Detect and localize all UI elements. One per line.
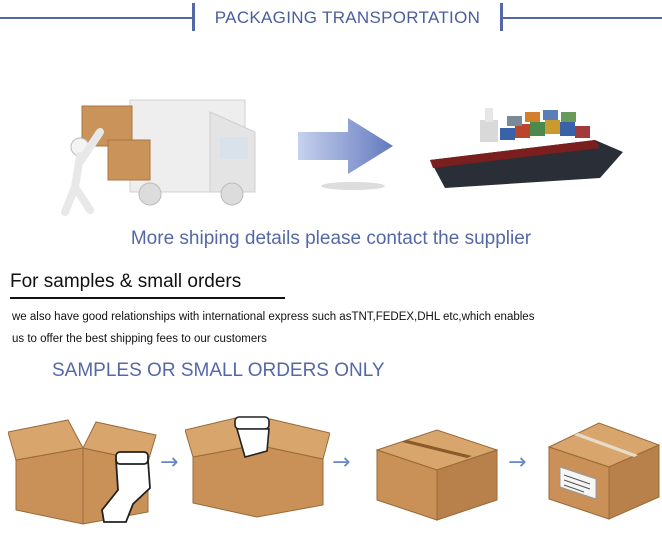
header-frame (192, 3, 503, 31)
truck-icon (61, 99, 256, 216)
open-box-socks-icon (8, 419, 157, 525)
page-title: PACKAGING TRANSPORTATION (214, 8, 481, 27)
samples-heading: For samples & small orders (10, 271, 242, 292)
arrow-right-icon: → (332, 450, 351, 475)
right-arrow-icon (298, 118, 393, 190)
arrow-right-icon: → (508, 450, 527, 475)
samples-subheading: SAMPLES OR SMALL ORDERS ONLY (52, 360, 385, 381)
closed-box-icon (375, 429, 499, 521)
labeled-box-icon (547, 422, 661, 520)
header-line-left (0, 17, 192, 19)
arrow-right-icon: → (160, 450, 179, 475)
samples-heading-underline (10, 297, 285, 299)
header-line-right (503, 17, 662, 19)
open-box-socks-icon (185, 416, 330, 518)
contact-supplier-text: More shiping details please contact the … (130, 228, 532, 249)
cargo-ship-icon (430, 108, 623, 188)
samples-description-line1: we also have good relationships with int… (12, 311, 535, 323)
samples-description-line2: us to offer the best shipping fees to ou… (12, 333, 267, 345)
